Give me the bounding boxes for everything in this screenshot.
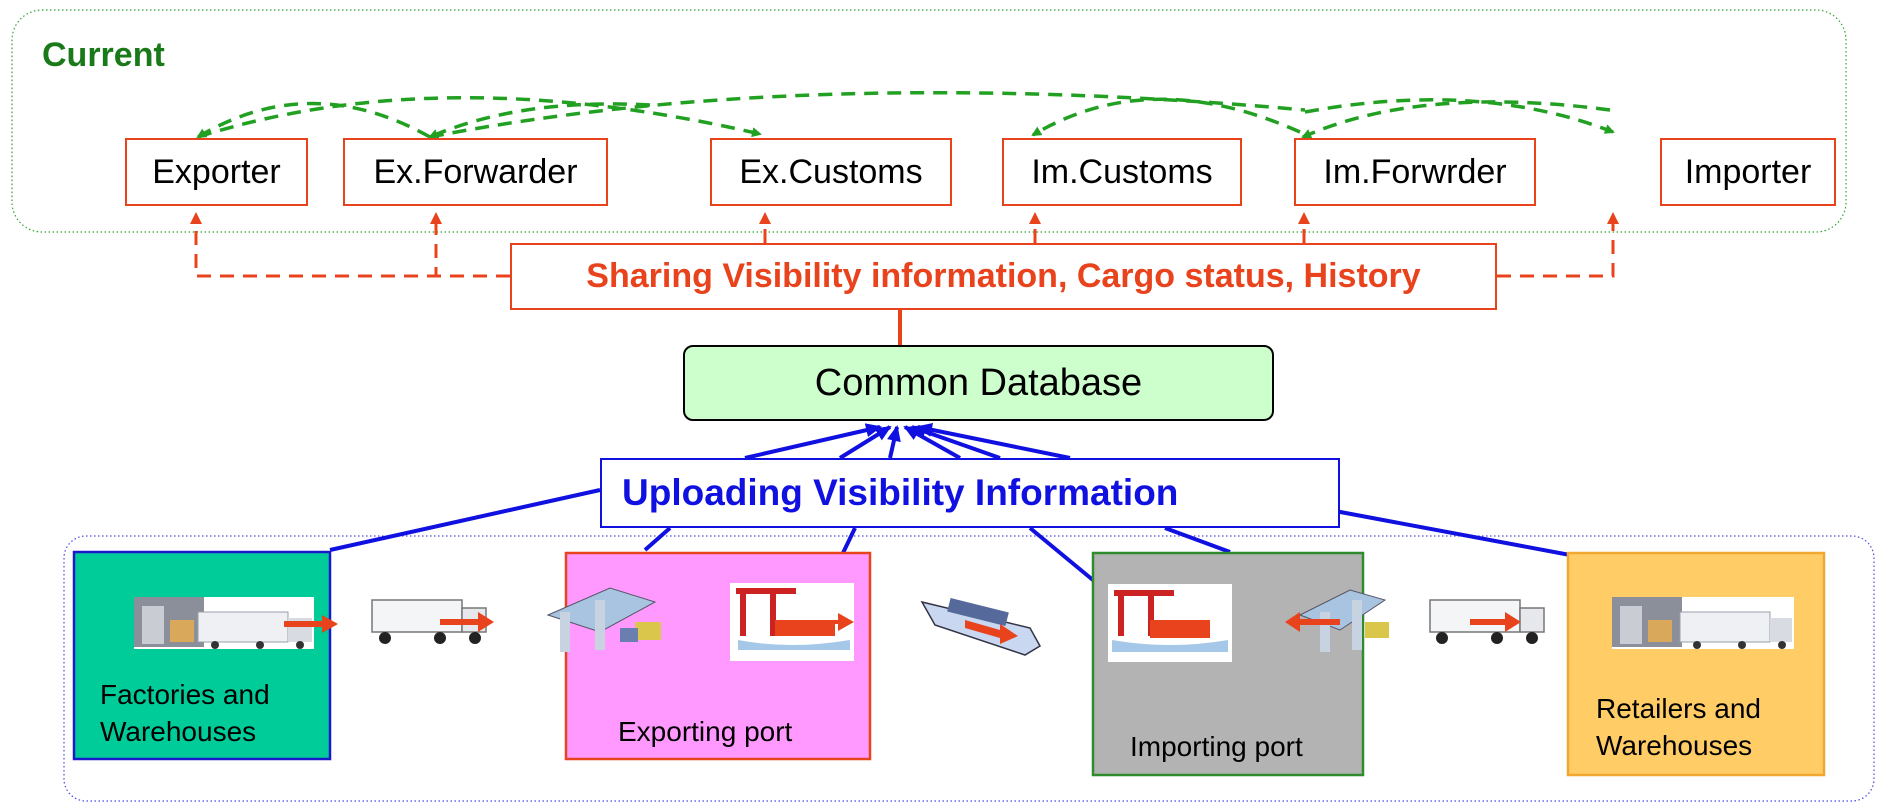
- party-im-forwarder: Im.Forwrder: [1294, 138, 1536, 206]
- zone-label-line: Warehouses: [100, 716, 257, 747]
- zone-label-line: Factories and: [100, 679, 270, 710]
- party-ex-forwarder: Ex.Forwarder: [343, 138, 608, 206]
- warehouse-truck-illustration-left: [134, 597, 338, 649]
- arc-importer-imforwarder: [1301, 100, 1611, 139]
- arc-exporter-exforwarder: [196, 101, 431, 139]
- current-section-frame: [11, 9, 1847, 233]
- bilateral-exchange-arcs: [196, 90, 1615, 139]
- zone-label-exporting-port: Exporting port: [618, 713, 792, 750]
- zone-retailers: [1566, 551, 1826, 777]
- sharing-info-box: Sharing Visibility information, Cargo st…: [510, 243, 1497, 310]
- upload-arrows: [744, 422, 1071, 460]
- zone-label-factories: Factories and Warehouses: [100, 676, 270, 750]
- party-label: Im.Forwrder: [1323, 152, 1507, 191]
- party-im-customs: Im.Customs: [1002, 138, 1242, 206]
- uploading-info-box: Uploading Visibility Information: [600, 458, 1340, 528]
- port-crane-illustration-left: [730, 583, 854, 661]
- section-title: Current: [42, 36, 165, 74]
- zone-label-line: Exporting port: [618, 716, 793, 747]
- party-label: Ex.Forwarder: [373, 152, 578, 191]
- arc-imforwarder-importer: [1304, 98, 1615, 134]
- port-crane-illustration-right: [1108, 584, 1232, 662]
- zone-label-line: Importing port: [1130, 731, 1303, 762]
- uploading-info-label: Uploading Visibility Information: [622, 472, 1179, 513]
- arc-exforwarder-excustoms: [197, 96, 762, 139]
- warehouse-truck-illustration-right: [1612, 597, 1794, 649]
- common-database-label: Common Database: [814, 361, 1143, 404]
- party-label: Importer: [1684, 152, 1812, 191]
- zone-label-line: Retailers and: [1596, 693, 1761, 724]
- party-exporter: Exporter: [125, 138, 308, 206]
- zone-label-retailers: Retailers and Warehouses: [1596, 690, 1761, 764]
- party-label: Im.Customs: [1031, 152, 1213, 191]
- zone-factories: [72, 550, 332, 761]
- sharing-lines: [190, 212, 1619, 278]
- truck-illustration-2: [1429, 599, 1545, 644]
- arc-imcustoms: [1031, 97, 1301, 137]
- gantry-crane-illustration-right: [1285, 589, 1389, 652]
- party-label: Exporter: [152, 152, 281, 191]
- ship-illustration: [920, 597, 1042, 656]
- zone-label-line: Warehouses: [1596, 730, 1753, 761]
- party-ex-customs: Ex.Customs: [710, 138, 952, 206]
- zone-label-importing-port: Importing port: [1130, 728, 1303, 765]
- common-database-box: Common Database: [683, 345, 1274, 421]
- party-importer: Importer: [1660, 138, 1836, 206]
- party-label: Ex.Customs: [739, 152, 923, 191]
- arc-excustoms-exforwarder: [428, 102, 651, 139]
- arc-exforwarder-imforwarder: [429, 90, 1306, 139]
- sharing-info-label: Sharing Visibility information, Cargo st…: [586, 257, 1421, 295]
- gantry-crane-illustration-left: [546, 587, 661, 652]
- truck-illustration-1: [371, 599, 494, 644]
